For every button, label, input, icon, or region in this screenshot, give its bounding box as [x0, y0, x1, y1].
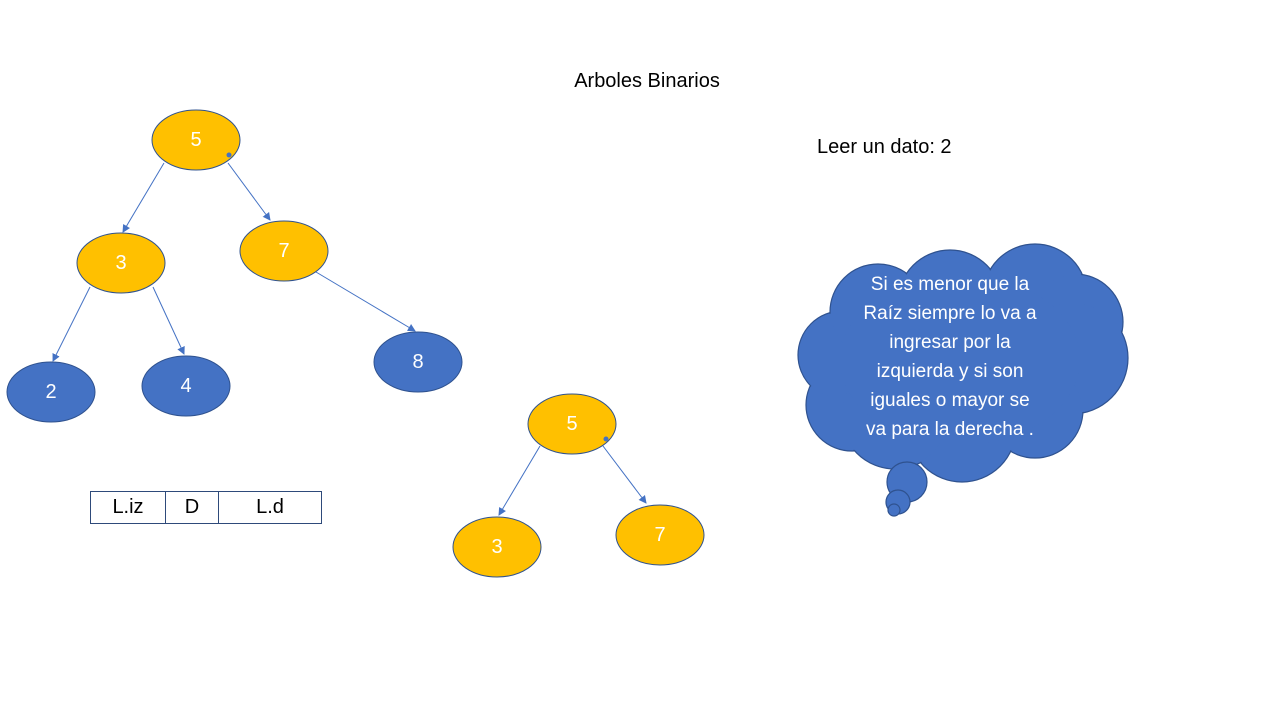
thought-line: izquierda y si son [876, 361, 1024, 382]
small-tree-node-7-label: 7 [654, 524, 665, 546]
edge-5-3 [122, 162, 165, 233]
edge-small-5-3 [498, 445, 541, 516]
edge-5-7 [227, 162, 271, 221]
connector-dot [226, 152, 232, 158]
small-tree-node-5: 5 [527, 393, 617, 455]
tree-node-8: 8 [373, 331, 463, 393]
tree-node-5-label: 5 [190, 129, 201, 151]
read-data-label: Leer un dato: 2 [817, 136, 952, 158]
node-structure-left-link: L.iz [91, 492, 166, 523]
edge-3-4 [152, 286, 185, 355]
tree-node-2: 2 [6, 361, 96, 423]
thought-line: ingresar por la [889, 332, 1011, 353]
thought-bubble [797, 243, 1129, 517]
thought-line: va para la derecha . [866, 419, 1034, 440]
tree-node-3: 3 [76, 232, 166, 294]
edge-3-2 [52, 286, 91, 362]
thought-line: Raíz siempre lo va a [863, 303, 1037, 324]
tree-node-5: 5 [151, 109, 241, 171]
node-structure-table: L.iz D L.d [90, 491, 322, 524]
small-tree-node-5-label: 5 [566, 413, 577, 435]
edge-small-5-7 [602, 445, 647, 504]
tree-node-7-label: 7 [278, 240, 289, 262]
small-tree-node-3: 3 [452, 516, 542, 578]
tree-node-2-label: 2 [45, 381, 56, 403]
connector-dot [603, 436, 609, 442]
node-structure-right-link: L.d [256, 496, 284, 518]
tree-node-8-label: 8 [412, 351, 423, 373]
tree-node-4: 4 [141, 355, 231, 417]
thought-line: iguales o mayor se [870, 390, 1030, 411]
thought-line: Si es menor que la [870, 274, 1030, 295]
thought-dot-small [887, 503, 901, 517]
tree-node-7: 7 [239, 220, 329, 282]
node-structure-data: D [166, 492, 219, 523]
thought-bubble-text: Si es menor que la Raíz siempre lo va a … [845, 270, 1055, 444]
edge-7-8 [315, 271, 416, 332]
tree-node-4-label: 4 [180, 375, 191, 397]
small-tree-node-3-label: 3 [491, 536, 502, 558]
small-tree-node-7: 7 [615, 504, 705, 566]
slide-title: Arboles Binarios [574, 70, 720, 92]
tree-node-3-label: 3 [115, 252, 126, 274]
